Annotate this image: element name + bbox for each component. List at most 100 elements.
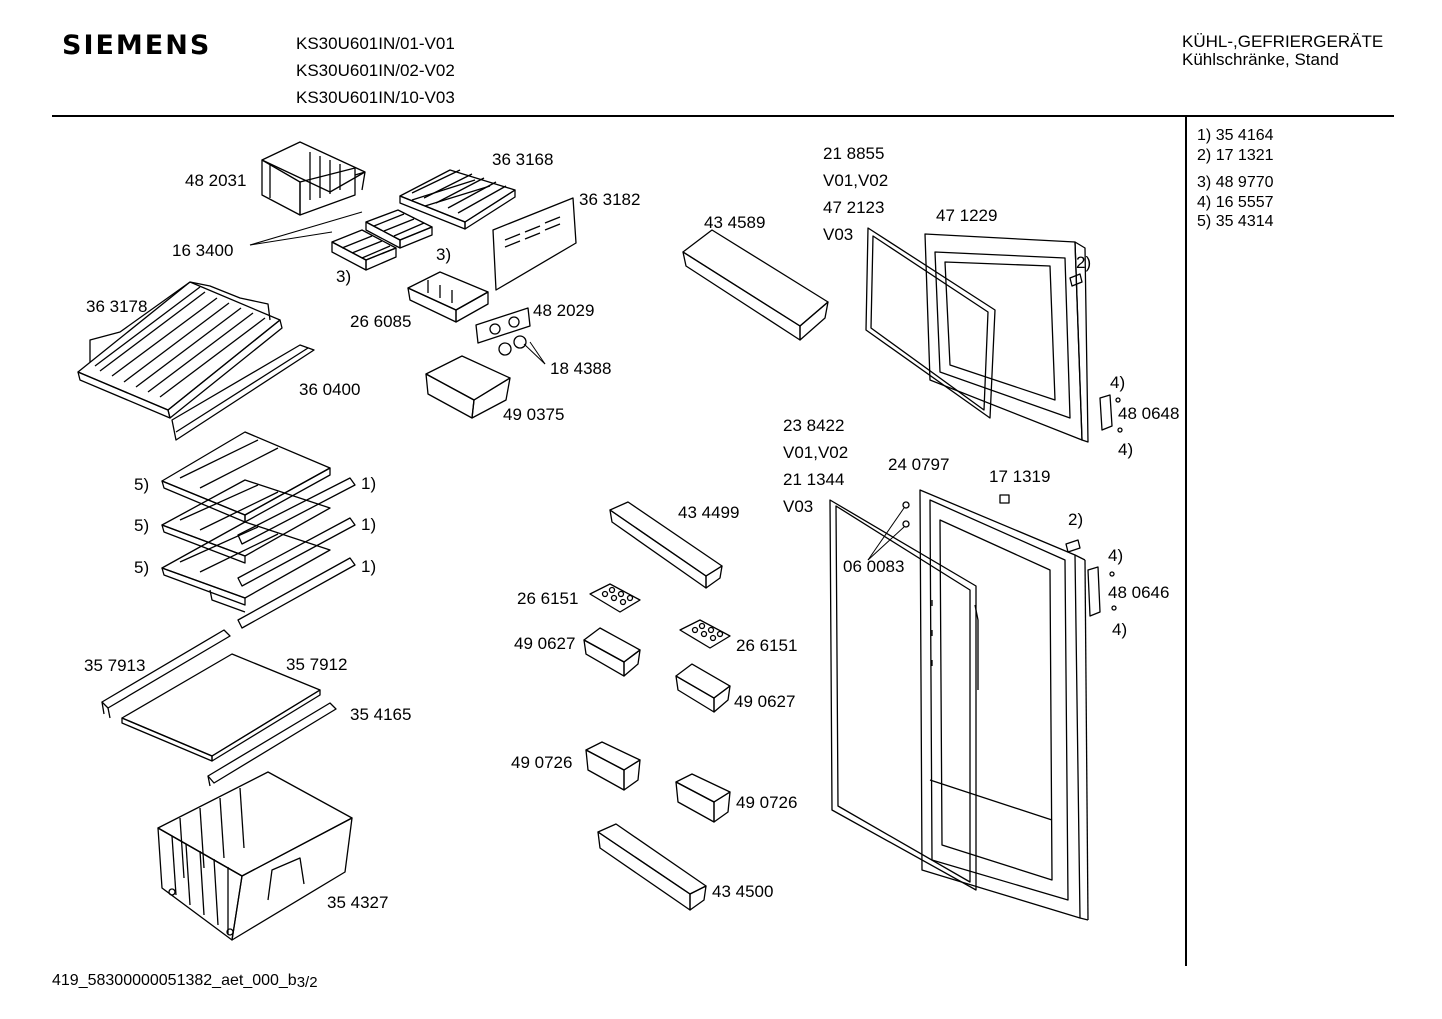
door-shelf-drawing [597,823,707,911]
model-list: KS30U601IN/01-V01 KS30U601IN/02-V02 KS30… [296,30,455,111]
model-number: KS30U601IN/01-V01 [296,34,455,53]
reference-label: 3) [436,245,451,264]
freezer-flap-drawing [171,344,315,441]
legend-row: 2) 17 1321 [1197,146,1274,164]
document-code: 419_58300000051382_aet_000_b [52,972,297,989]
header-divider [52,115,1394,117]
hinge-cover-drawing [1065,539,1081,553]
legend-row: 1) 35 4164 [1197,127,1274,144]
part-label: 43 4589 [704,213,765,232]
part-label: 36 3182 [579,190,640,209]
part-label: 35 4165 [350,705,411,724]
fridge-door-drawing [919,489,1089,921]
ice-tray-bracket-drawing [407,271,489,323]
model-number: KS30U601IN/02-V02 [296,61,455,80]
reference-label: 2) [1068,510,1083,529]
hinge-drawing [1087,566,1117,617]
variant-label: V01,V02 [783,443,848,462]
part-label: 36 3178 [86,297,147,316]
part-label: 36 0400 [299,380,360,399]
legend-row: 3) 48 9770 [1197,174,1274,191]
part-label: 36 3168 [492,150,553,169]
screw-drawing [867,501,910,561]
part-label: 26 6151 [736,636,797,655]
part-label: 47 2123 [823,198,884,217]
part-label: 26 6085 [350,312,411,331]
category-line: KÜHL-,GEFRIERGERÄTE [1182,32,1384,51]
hinge-cover-drawing [1069,273,1083,287]
reference-label: 4) [1110,373,1125,392]
part-label: 24 0797 [888,455,949,474]
part-label: 48 2029 [533,301,594,320]
hinge-cover-drawing [999,494,1010,504]
part-label: 35 7913 [84,656,145,675]
part-label: 49 0375 [503,405,564,424]
egg-tray-drawing [589,583,641,613]
part-label: 23 8422 [783,416,844,435]
reference-label: 1) [361,557,376,576]
door-shelf-drawing [609,501,723,589]
brand-logo: SIEMENS [62,30,212,61]
part-label: 16 3400 [172,241,233,260]
freezer-gasket-drawing [865,227,996,419]
glass-shelf-drawing [161,431,331,523]
egg-tray-drawing [679,619,731,649]
parts-legend: 1) 35 4164 2) 17 1321 3) 48 9770 4) 16 5… [1197,126,1274,232]
sheet-number: 3/2 [296,974,318,991]
part-label: 48 2031 [185,171,246,190]
part-label: 26 6151 [517,589,578,608]
butter-dish-drawing [675,663,731,713]
door-shelf-drawing [682,229,829,341]
ice-tray-drawing [331,209,433,271]
category-title: KÜHL-,GEFRIERGERÄTE Kühlschränke, Stand [1182,33,1383,69]
legend-row: 5) 35 4314 [1197,213,1274,230]
variant-label: V03 [823,225,853,244]
reference-label: 5) [134,475,149,494]
freezer-panel-drawing [492,197,577,291]
hinge-drawing [1099,394,1123,433]
variant-label: V01,V02 [823,171,888,190]
butter-dish-drawing [583,627,641,677]
part-label: 35 7912 [286,655,347,674]
small-bin-drawing [675,773,731,823]
part-label: 18 4388 [550,359,611,378]
part-label: 43 4499 [678,503,739,522]
part-label: 49 0627 [514,634,575,653]
part-label: 17 1319 [989,467,1050,486]
freezer-shelf-drawing [399,169,516,230]
model-number: KS30U601IN/10-V03 [296,88,455,107]
reference-label: 2) [1076,253,1091,272]
small-bin-drawing [585,741,641,791]
document-footer: 419_58300000051382_aet_000_b3/2 [52,972,318,991]
reference-label: 5) [134,558,149,577]
part-label: 49 0726 [511,753,572,772]
glass-shelf-drawing [161,521,331,613]
part-label: 06 0083 [843,557,904,576]
reference-label: 3) [336,267,351,286]
reference-label: 5) [134,516,149,535]
category-subline: Kühlschränke, Stand [1182,50,1339,69]
glass-plate-drawing [121,653,321,762]
shelf-trim-drawing [237,477,356,629]
part-label: 21 1344 [783,470,844,489]
reference-label: 4) [1112,620,1127,639]
crisper-drawer-drawing [157,771,353,941]
reference-label: 4) [1108,546,1123,565]
legend-divider [1185,116,1187,966]
part-label: 49 0726 [736,793,797,812]
part-label: 47 1229 [936,206,997,225]
part-label: 48 0646 [1108,583,1169,602]
fridge-gasket-drawing [829,499,977,891]
drawer-drawing [425,355,511,419]
freezer-tray-drawing [77,281,283,419]
variant-label: V03 [783,497,813,516]
freezer-door-drawing [924,233,1089,443]
part-label: 35 4327 [327,893,388,912]
control-plate-drawing [475,307,531,344]
reference-label: 4) [1118,440,1133,459]
part-label: 48 0648 [1118,404,1179,423]
shelf-strip-drawing [101,629,231,719]
part-label: 43 4500 [712,882,773,901]
part-label: 49 0627 [734,692,795,711]
